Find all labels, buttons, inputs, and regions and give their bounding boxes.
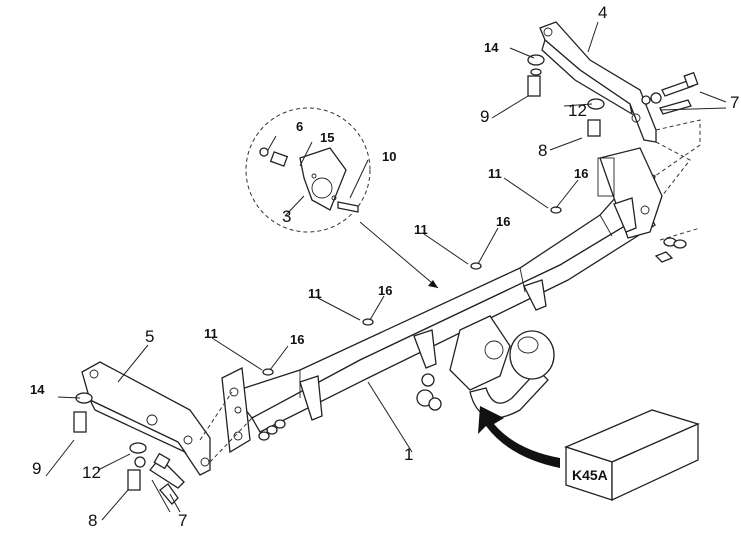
callout-9-right: 9 [480,107,489,126]
ball-arrow [478,406,560,468]
callout-1: 1 [404,445,413,464]
left-mounting-plate [221,367,251,454]
callout-16-midleft: 16 [378,283,392,298]
main-crossbar [230,169,656,433]
callout-14-left: 14 [30,382,45,397]
callout-labels: 1 3 4 5 6 7 7 8 8 9 9 10 11 11 11 11 12 … [30,3,739,530]
callout-7-left: 7 [178,511,187,529]
detail-circle [245,107,439,289]
callout-12-right: 12 [568,101,587,120]
callout-3: 3 [282,207,291,226]
callout-4: 4 [598,3,607,22]
callout-8-left: 8 [88,511,97,529]
bolts-7-right [641,71,699,115]
callout-6: 6 [296,119,303,134]
callout-16-left: 16 [290,332,304,347]
callout-9-left: 9 [32,459,41,478]
callout-16-right: 16 [574,166,588,181]
beam-brackets [299,197,637,421]
leader-lines [45,21,727,521]
callout-11-midleft: 11 [308,286,322,301]
callout-11-right: 11 [488,166,502,181]
callout-16-mid: 16 [496,214,510,229]
callout-10: 10 [382,149,396,164]
bolts-7-left [134,452,185,505]
callout-8-right: 8 [538,141,547,160]
callout-11-mid: 11 [414,222,428,237]
alignment-lines [199,119,701,463]
model-box: K45A [564,409,700,502]
left-side-bracket [81,361,211,476]
callout-14-right: 14 [484,40,499,55]
callout-15: 15 [320,130,334,145]
callout-5: 5 [145,327,154,346]
callout-11-left: 11 [204,326,218,341]
washers-nuts [73,54,687,491]
callout-12-left: 12 [82,463,101,482]
model-box-label: K45A [572,467,608,483]
callout-7-right: 7 [730,93,739,112]
